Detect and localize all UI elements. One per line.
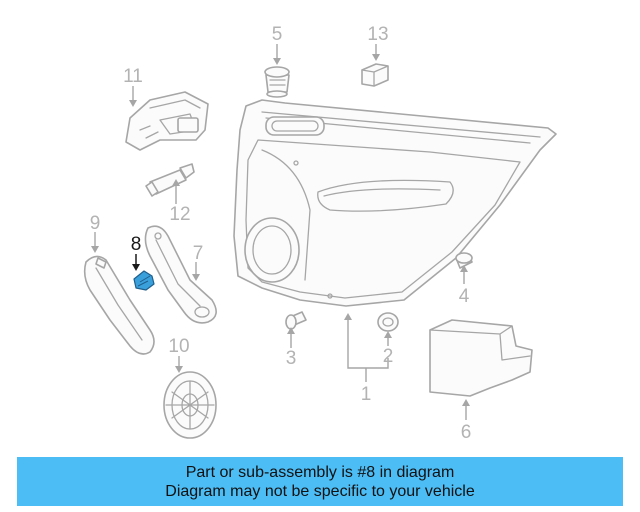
callout-1: 1	[361, 384, 372, 405]
part-10-speaker[interactable]	[163, 371, 217, 439]
part-2-grommet[interactable]	[377, 312, 399, 332]
callout-9: 9	[90, 213, 101, 234]
leader-lines	[91, 44, 470, 420]
callout-7: 7	[193, 243, 204, 264]
callout-3: 3	[286, 348, 297, 369]
callout-12: 12	[169, 204, 190, 225]
callout-8: 8	[131, 234, 142, 255]
part-6-insulator[interactable]	[429, 319, 533, 397]
leader-line-8	[132, 254, 140, 271]
callout-6: 6	[461, 422, 472, 443]
banner-line-2: Diagram may not be specific to your vehi…	[165, 482, 475, 500]
part-4-push-clip[interactable]	[455, 252, 473, 269]
part-3-screw[interactable]	[285, 311, 307, 330]
part-13-clip[interactable]	[361, 63, 389, 87]
banner-line-1: Part or sub-assembly is #8 in diagram	[185, 463, 455, 481]
callout-10: 10	[168, 336, 189, 357]
part-11-bracket[interactable]	[125, 91, 209, 151]
part-7-bezel[interactable]	[144, 225, 217, 324]
part-12-pin[interactable]	[145, 163, 195, 197]
part-9-grab-handle[interactable]	[83, 255, 155, 355]
info-banner: Part or sub-assembly is #8 in diagram Di…	[17, 457, 623, 506]
callout-5: 5	[272, 24, 283, 45]
part-8-clip-highlighted[interactable]	[133, 270, 155, 291]
callout-labels: 5 13 11 12 9 8 7 10 3 2 1 4 6	[90, 24, 472, 443]
callout-13: 13	[367, 24, 388, 45]
part-1-door-panel[interactable]	[233, 99, 557, 307]
part-5-clip[interactable]	[264, 66, 290, 98]
callout-4: 4	[459, 286, 470, 307]
callout-11: 11	[123, 66, 143, 87]
callout-2: 2	[383, 346, 394, 367]
parts-diagram: 5 13 11 12 9 8 7 10 3 2 1 4 6	[83, 24, 557, 443]
